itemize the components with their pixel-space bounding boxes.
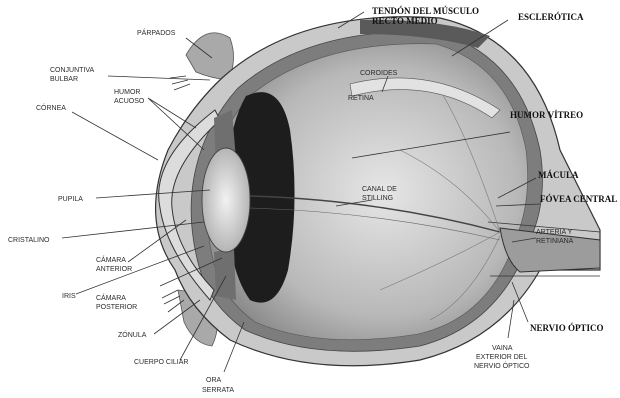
label-retina: RETINA [348,95,374,102]
label-iris: IRIS [62,293,76,300]
eyelashes-top [170,76,190,90]
label-ora-2: SERRATA [202,387,234,394]
label-canal-2: STILLING [362,195,393,202]
label-vaina: VAINA [492,345,513,352]
label-arteria: ARTERIA Y [536,229,573,236]
label-camara-anterior-2: ANTERIOR [96,266,132,273]
label-zonula: ZÓNULA [118,330,147,339]
label-camara-posterior: CÁMARA [96,293,126,302]
label-canal: CANAL DE [362,186,397,193]
label-tendon: TENDÓN DEL MÚSCULO [372,6,479,16]
label-ora: ORA [206,377,222,384]
label-conjuntiva-2: BULBAR [50,76,78,83]
label-camara-anterior: CÁMARA [96,255,126,264]
label-vaina-3: NERVIO ÓPTICO [474,361,530,370]
label-tendon-2: RECTO MEDIO [372,16,438,26]
lens [202,148,250,252]
label-cornea: CÓRNEA [36,103,66,112]
label-humor-acuoso: HUMOR [114,89,140,96]
label-conjuntiva: CONJUNTIVA [50,67,95,74]
label-macula: MÁCULA [538,170,579,180]
label-fovea: FÓVEA CENTRAL [540,194,617,204]
label-camara-posterior-2: POSTERIOR [96,304,137,311]
label-cuerpo-ciliar: CUERPO CILIAR [134,359,188,366]
label-esclerotica: ESCLERÓTICA [518,12,584,22]
label-nervio-optico: NERVIO ÓPTICO [530,323,603,333]
label-pupila: PUPILA [58,196,83,203]
label-humor-vitreo: HUMOR VÍTREO [510,110,583,120]
label-coroides: COROIDES [360,70,398,77]
label-arteria-2: RETINIANA [536,238,574,245]
label-parpados: PÁRPADOS [137,28,176,37]
label-humor-acuoso-2: ACUOSO [114,98,145,105]
label-vaina-2: EXTERIOR DEL [476,354,527,361]
label-cristalino: CRISTALINO [8,237,50,244]
